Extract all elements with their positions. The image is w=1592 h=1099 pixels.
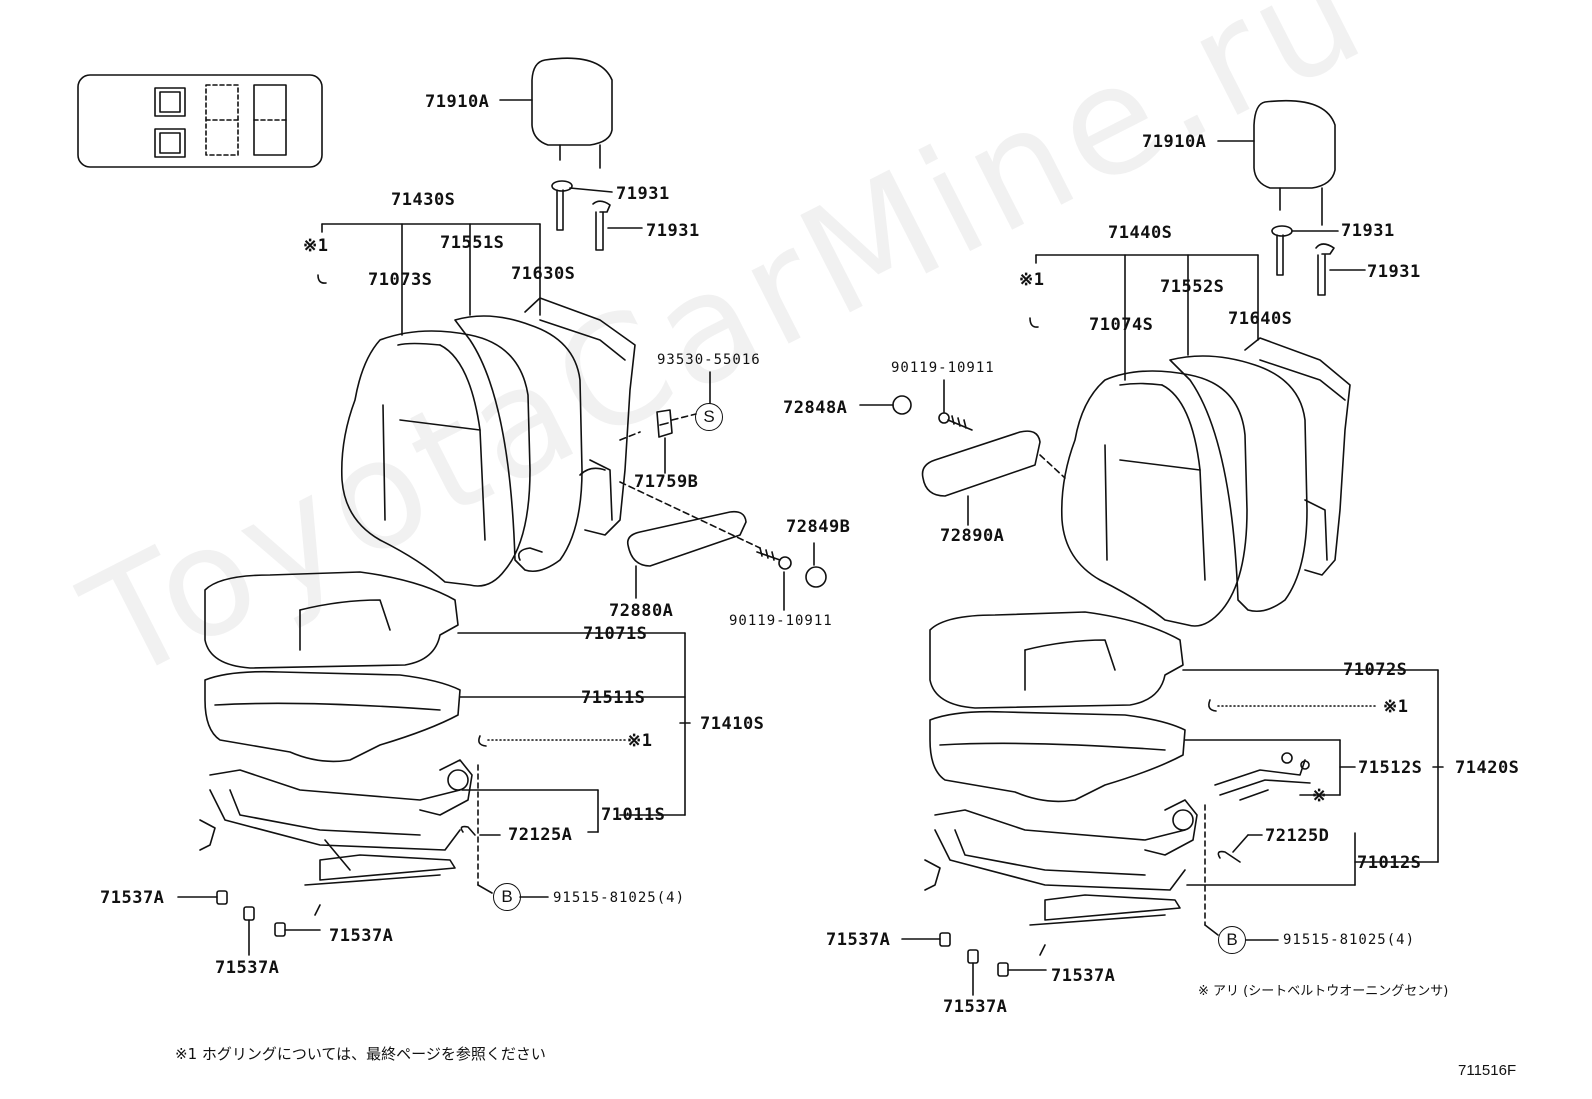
right-cap-icon (892, 395, 912, 415)
right-bolt-label: 90119-10911 (891, 360, 995, 376)
left-back-frame-label: 71630S (511, 264, 576, 284)
right-cap-label: 72848A (783, 398, 848, 418)
right-back-assy-label: 71440S (1108, 223, 1173, 243)
footnote-hog-ring: ※1 ホグリングについては、最終ページを参照ください (175, 1045, 546, 1063)
left-seat-track-icon (199, 759, 473, 916)
right-bolt-b-label: 91515-81025(4) (1283, 932, 1416, 948)
left-armrest-label: 72880A (609, 601, 674, 621)
left-back-pad-label: 71551S (440, 233, 505, 253)
right-bolt-icon (938, 412, 973, 431)
left-seatback-cover-icon (340, 330, 531, 587)
left-headrest-icon (531, 57, 613, 169)
right-cover-3-label: 71537A (1051, 966, 1116, 986)
right-headrest-support-2-label: 71931 (1367, 262, 1421, 282)
right-cover-1-label: 71537A (826, 930, 891, 950)
left-headrest-support-1-label: 71931 (616, 184, 670, 204)
right-armrest-label: 72890A (940, 526, 1005, 546)
left-cover-2-icon (243, 906, 255, 921)
left-cap-label: 72849B (786, 517, 851, 537)
seat-layout-inset-icon (77, 74, 323, 168)
right-adjuster-label: 71012S (1357, 853, 1422, 873)
right-bolt-b-symbol: B (1218, 926, 1246, 954)
left-cover-3-icon (274, 922, 286, 937)
right-seatback-pad-icon (1169, 355, 1308, 613)
left-cap-icon (805, 566, 827, 588)
right-cushion-cover-icon (929, 611, 1184, 709)
left-seatback-pad-icon (454, 315, 583, 573)
right-headrest-support-icon (1271, 225, 1366, 296)
right-headrest-icon (1253, 99, 1336, 226)
left-cushion-cover-icon (204, 571, 459, 669)
left-seatback-frame-icon (524, 297, 636, 536)
left-headrest-label: 71910A (425, 92, 490, 112)
left-bolt-b-label: 91515-81025(4) (553, 890, 686, 906)
right-seatback-cover-icon (1060, 370, 1248, 627)
left-screw-part-label: 93530-55016 (657, 352, 761, 368)
left-headrest-support-icon (551, 180, 643, 251)
right-headrest-label: 71910A (1142, 132, 1207, 152)
right-back-frame-label: 71640S (1228, 309, 1293, 329)
left-cover-1-icon (216, 890, 228, 905)
left-cover-1-label: 71537A (100, 888, 165, 908)
right-cushion-cover-label: 71072S (1343, 660, 1408, 680)
right-cover-1-icon (939, 932, 951, 947)
right-seat-track-icon (924, 799, 1198, 956)
left-cushion-pad-icon (204, 670, 461, 763)
right-cover-3-icon (997, 962, 1009, 977)
right-adjuster-part-label: 72125D (1265, 826, 1330, 846)
left-hog-ring-mark: ※1 (303, 236, 329, 256)
left-adjuster-label: 71011S (601, 805, 666, 825)
left-cushion-assy-label: 71410S (700, 714, 765, 734)
right-cushion-pad-icon (929, 710, 1186, 803)
right-seatbelt-sensor-icon (1214, 752, 1311, 801)
right-headrest-support-1-label: 71931 (1341, 221, 1395, 241)
left-bolt-b-symbol: B (493, 883, 521, 911)
left-adjuster-part-label: 72125A (508, 825, 573, 845)
right-cover-2-label: 71537A (943, 997, 1008, 1017)
left-bracket-label: 71759B (634, 472, 699, 492)
left-armrest-icon (626, 510, 747, 567)
left-cover-2-label: 71537A (215, 958, 280, 978)
right-hog-ring-mark-2: ※1 (1383, 697, 1409, 717)
right-hog-ring-mark: ※1 (1019, 270, 1045, 290)
left-back-cover-label: 71073S (368, 270, 433, 290)
right-cover-2-icon (967, 949, 979, 964)
left-hog-ring-mark-2: ※1 (627, 731, 653, 751)
left-bolt-label: 90119-10911 (729, 613, 833, 629)
right-seatback-frame-icon (1244, 337, 1351, 576)
left-cushion-pad-label: 71511S (581, 688, 646, 708)
left-screw-symbol: S (695, 403, 723, 431)
right-sensor-mark: ※ (1312, 786, 1327, 806)
right-cushion-pad-label: 71512S (1358, 758, 1423, 778)
right-armrest-icon (921, 430, 1041, 497)
right-back-pad-label: 71552S (1160, 277, 1225, 297)
left-bolt-icon (756, 547, 792, 570)
left-headrest-support-2-label: 71931 (646, 221, 700, 241)
sensor-legend-note: ※ アリ (シートベルトウオーニングセンサ) (1198, 984, 1449, 999)
left-bracket-icon (656, 409, 673, 438)
left-cover-3-label: 71537A (329, 926, 394, 946)
left-cushion-cover-label: 71071S (583, 624, 648, 644)
right-back-cover-label: 71074S (1089, 315, 1154, 335)
diagram-code: 711516F (1458, 1062, 1517, 1079)
left-back-assy-label: 71430S (391, 190, 456, 210)
right-cushion-assy-label: 71420S (1455, 758, 1520, 778)
